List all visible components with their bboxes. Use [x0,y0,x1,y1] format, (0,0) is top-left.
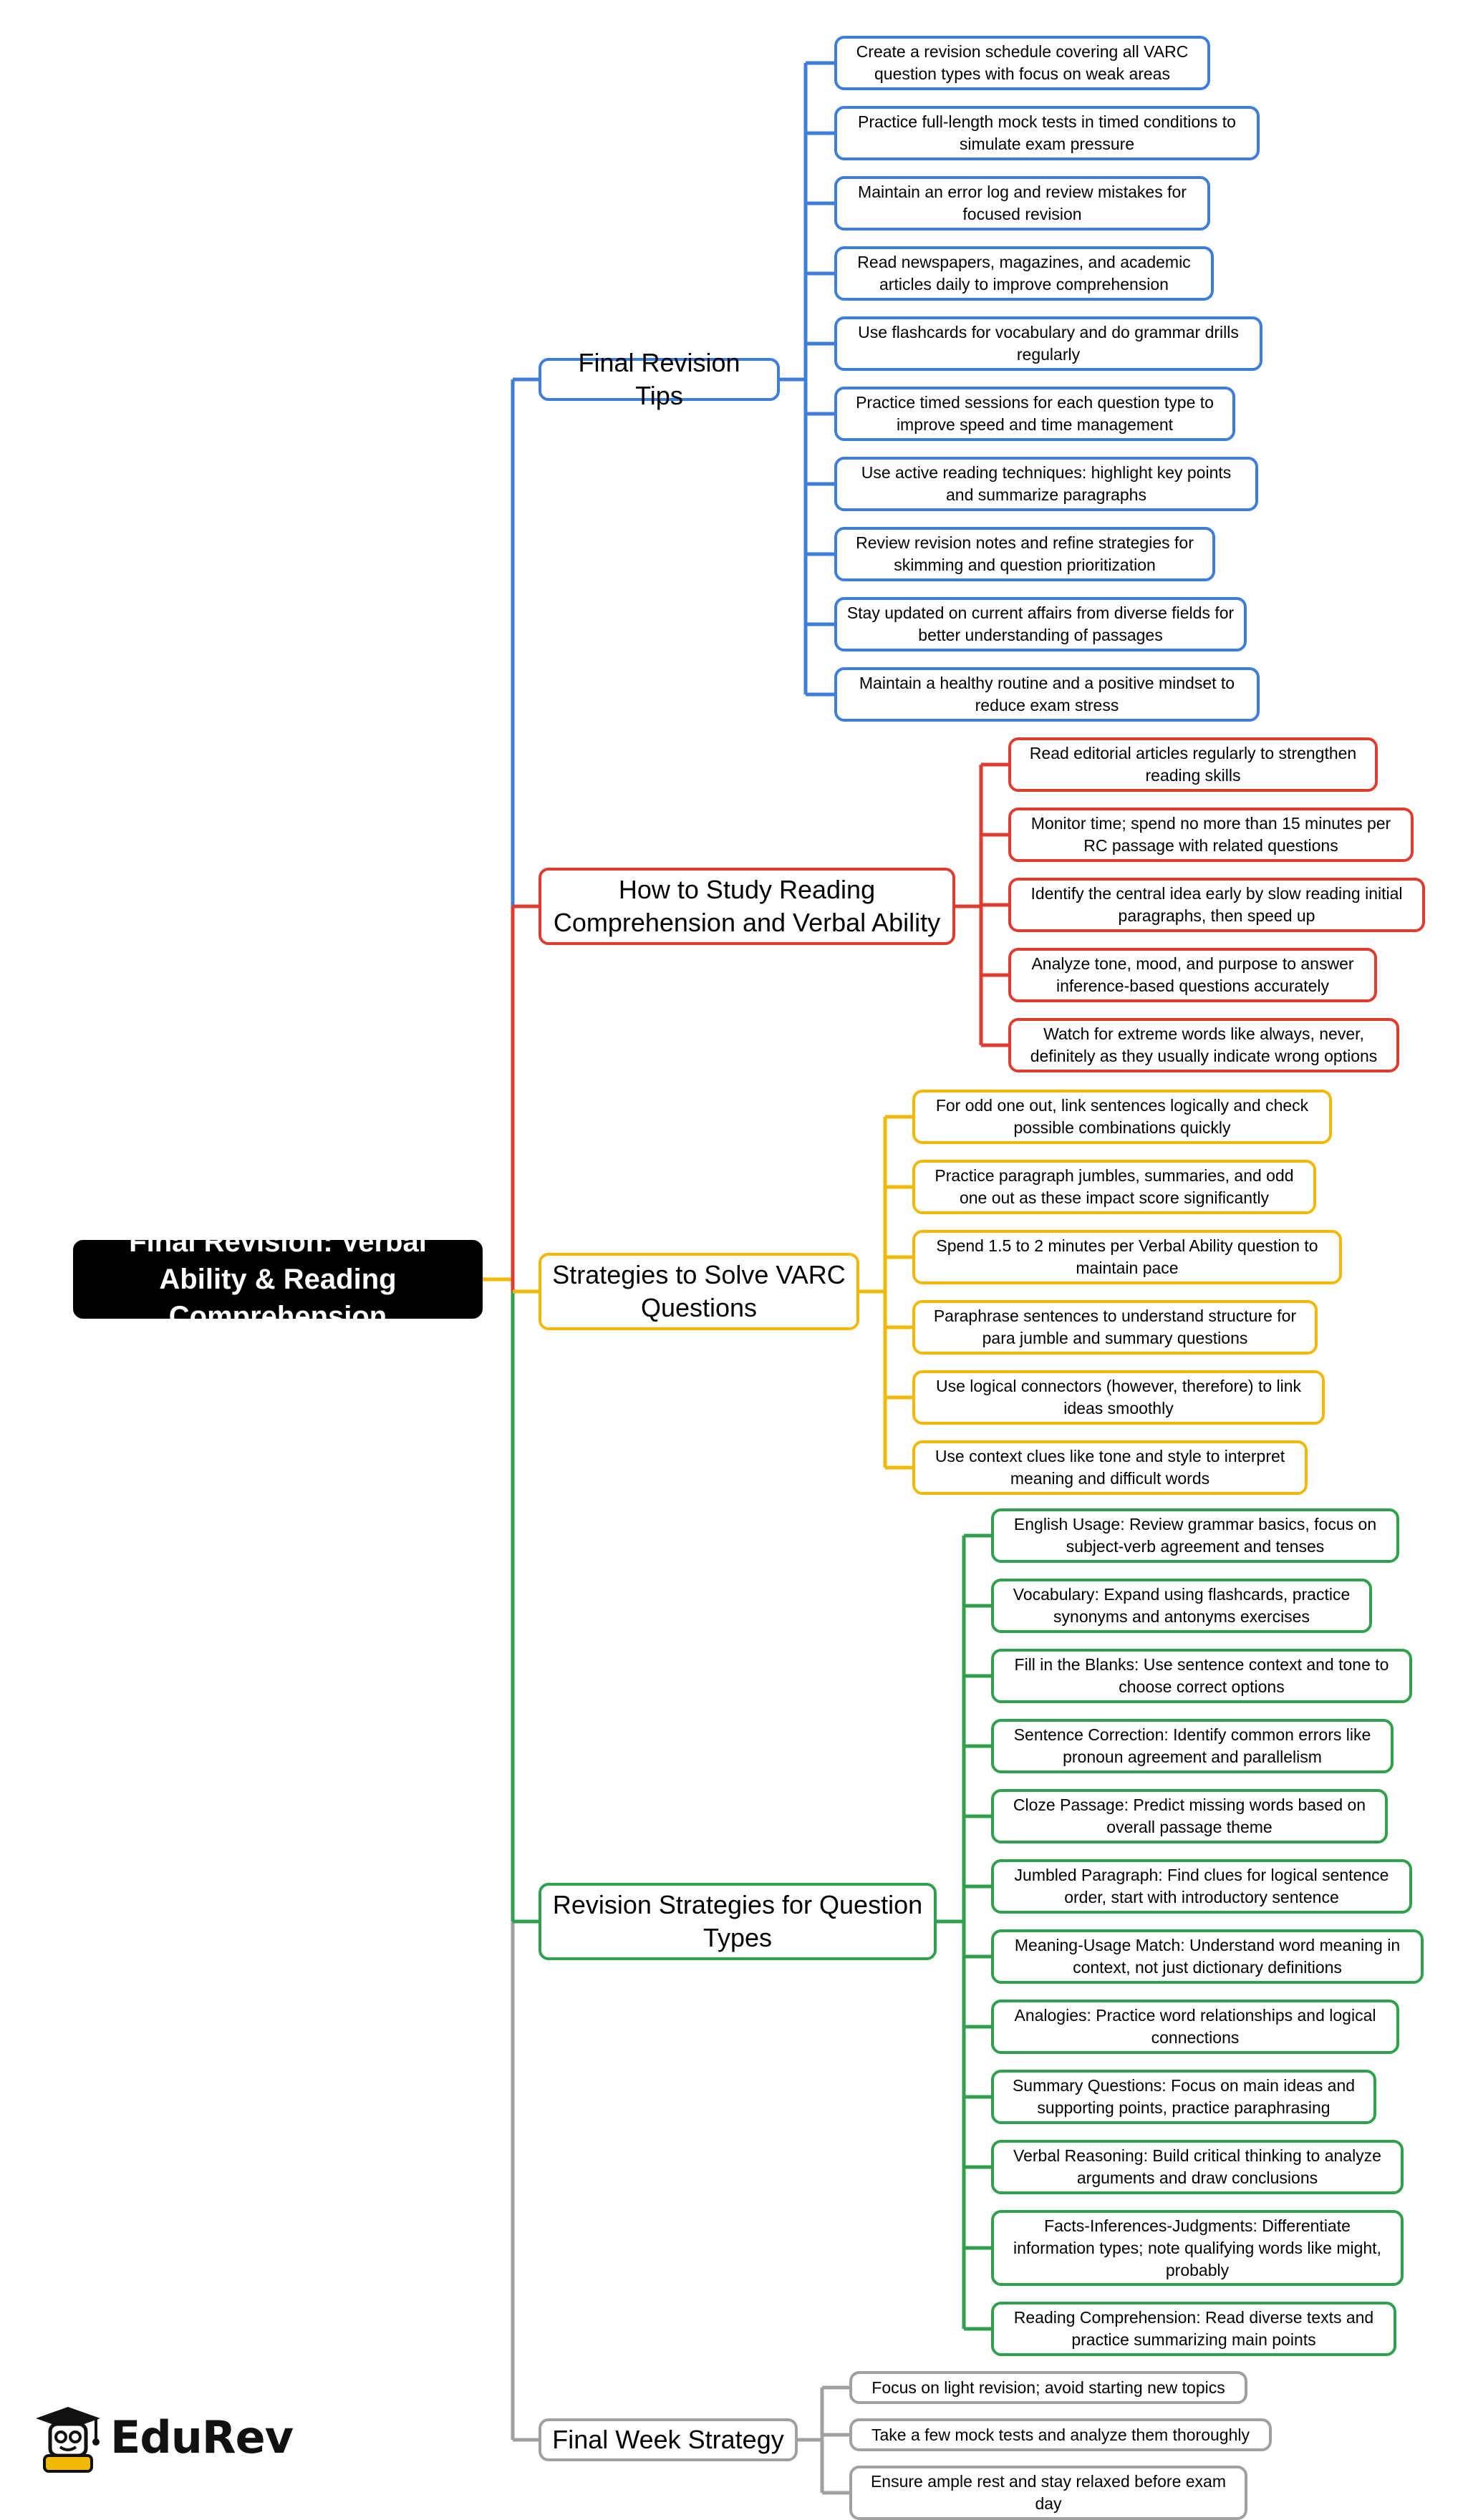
leaf-node: Maintain an error log and review mistake… [834,176,1210,231]
leaf-node: Create a revision schedule covering all … [834,36,1210,90]
leaf-node: Jumbled Paragraph: Find clues for logica… [991,1859,1412,1914]
leaf-node: Use logical connectors (however, therefo… [912,1370,1325,1425]
leaf-node: Take a few mock tests and analyze them t… [849,2418,1272,2451]
leaf-node: Read editorial articles regularly to str… [1008,737,1378,792]
leaf-node: Monitor time; spend no more than 15 minu… [1008,808,1414,862]
leaf-node: For odd one out, link sentences logicall… [912,1090,1332,1144]
branch-node: How to Study Reading Comprehension and V… [539,868,955,945]
edurev-logo: EduRev [29,2403,294,2474]
leaf-node: English Usage: Review grammar basics, fo… [991,1508,1399,1563]
leaf-node: Meaning-Usage Match: Understand word mea… [991,1929,1424,1984]
leaf-node: Use context clues like tone and style to… [912,1440,1308,1495]
leaf-node: Use active reading techniques: highlight… [834,457,1258,511]
branch-node: Final Week Strategy [539,2418,798,2461]
leaf-node: Fill in the Blanks: Use sentence context… [991,1649,1412,1703]
leaf-node: Focus on light revision; avoid starting … [849,2371,1247,2404]
leaf-node: Use flashcards for vocabulary and do gra… [834,316,1262,371]
leaf-node: Reading Comprehension: Read diverse text… [991,2302,1396,2356]
leaf-node: Stay updated on current affairs from div… [834,597,1247,651]
leaf-node: Verbal Reasoning: Build critical thinkin… [991,2140,1404,2194]
leaf-node: Analyze tone, mood, and purpose to answe… [1008,948,1377,1002]
leaf-node: Spend 1.5 to 2 minutes per Verbal Abilit… [912,1230,1342,1284]
leaf-node: Cloze Passage: Predict missing words bas… [991,1789,1388,1843]
leaf-node: Vocabulary: Expand using flashcards, pra… [991,1579,1372,1633]
leaf-node: Sentence Correction: Identify common err… [991,1719,1394,1773]
leaf-node: Practice paragraph jumbles, summaries, a… [912,1160,1316,1214]
branch-node: Final Revision Tips [539,348,780,410]
leaf-node: Review revision notes and refine strateg… [834,527,1215,581]
leaf-node: Summary Questions: Focus on main ideas a… [991,2070,1376,2124]
leaf-node: Facts-Inferences-Judgments: Differentiat… [991,2210,1404,2286]
leaf-node: Maintain a healthy routine and a positiv… [834,667,1260,722]
leaf-node: Paraphrase sentences to understand struc… [912,1300,1318,1354]
leaf-node: Analogies: Practice word relationships a… [991,2000,1399,2054]
branch-node: Revision Strategies for Question Types [539,1883,937,1960]
graduate-mascot-icon [36,2407,100,2473]
root-title: Final Revision: Verbal Ability & Reading… [73,1226,483,1332]
leaf-node: Watch for extreme words like always, nev… [1008,1018,1399,1072]
leaf-node: Practice full-length mock tests in timed… [834,106,1260,160]
leaf-node: Practice timed sessions for each questio… [834,387,1235,441]
logo-text: EduRev [110,2411,294,2463]
leaf-node: Read newspapers, magazines, and academic… [834,246,1214,301]
branch-node: Strategies to Solve VARC Questions [539,1253,859,1330]
leaf-node: Identify the central idea early by slow … [1008,878,1425,932]
leaf-node: Ensure ample rest and stay relaxed befor… [849,2466,1247,2520]
